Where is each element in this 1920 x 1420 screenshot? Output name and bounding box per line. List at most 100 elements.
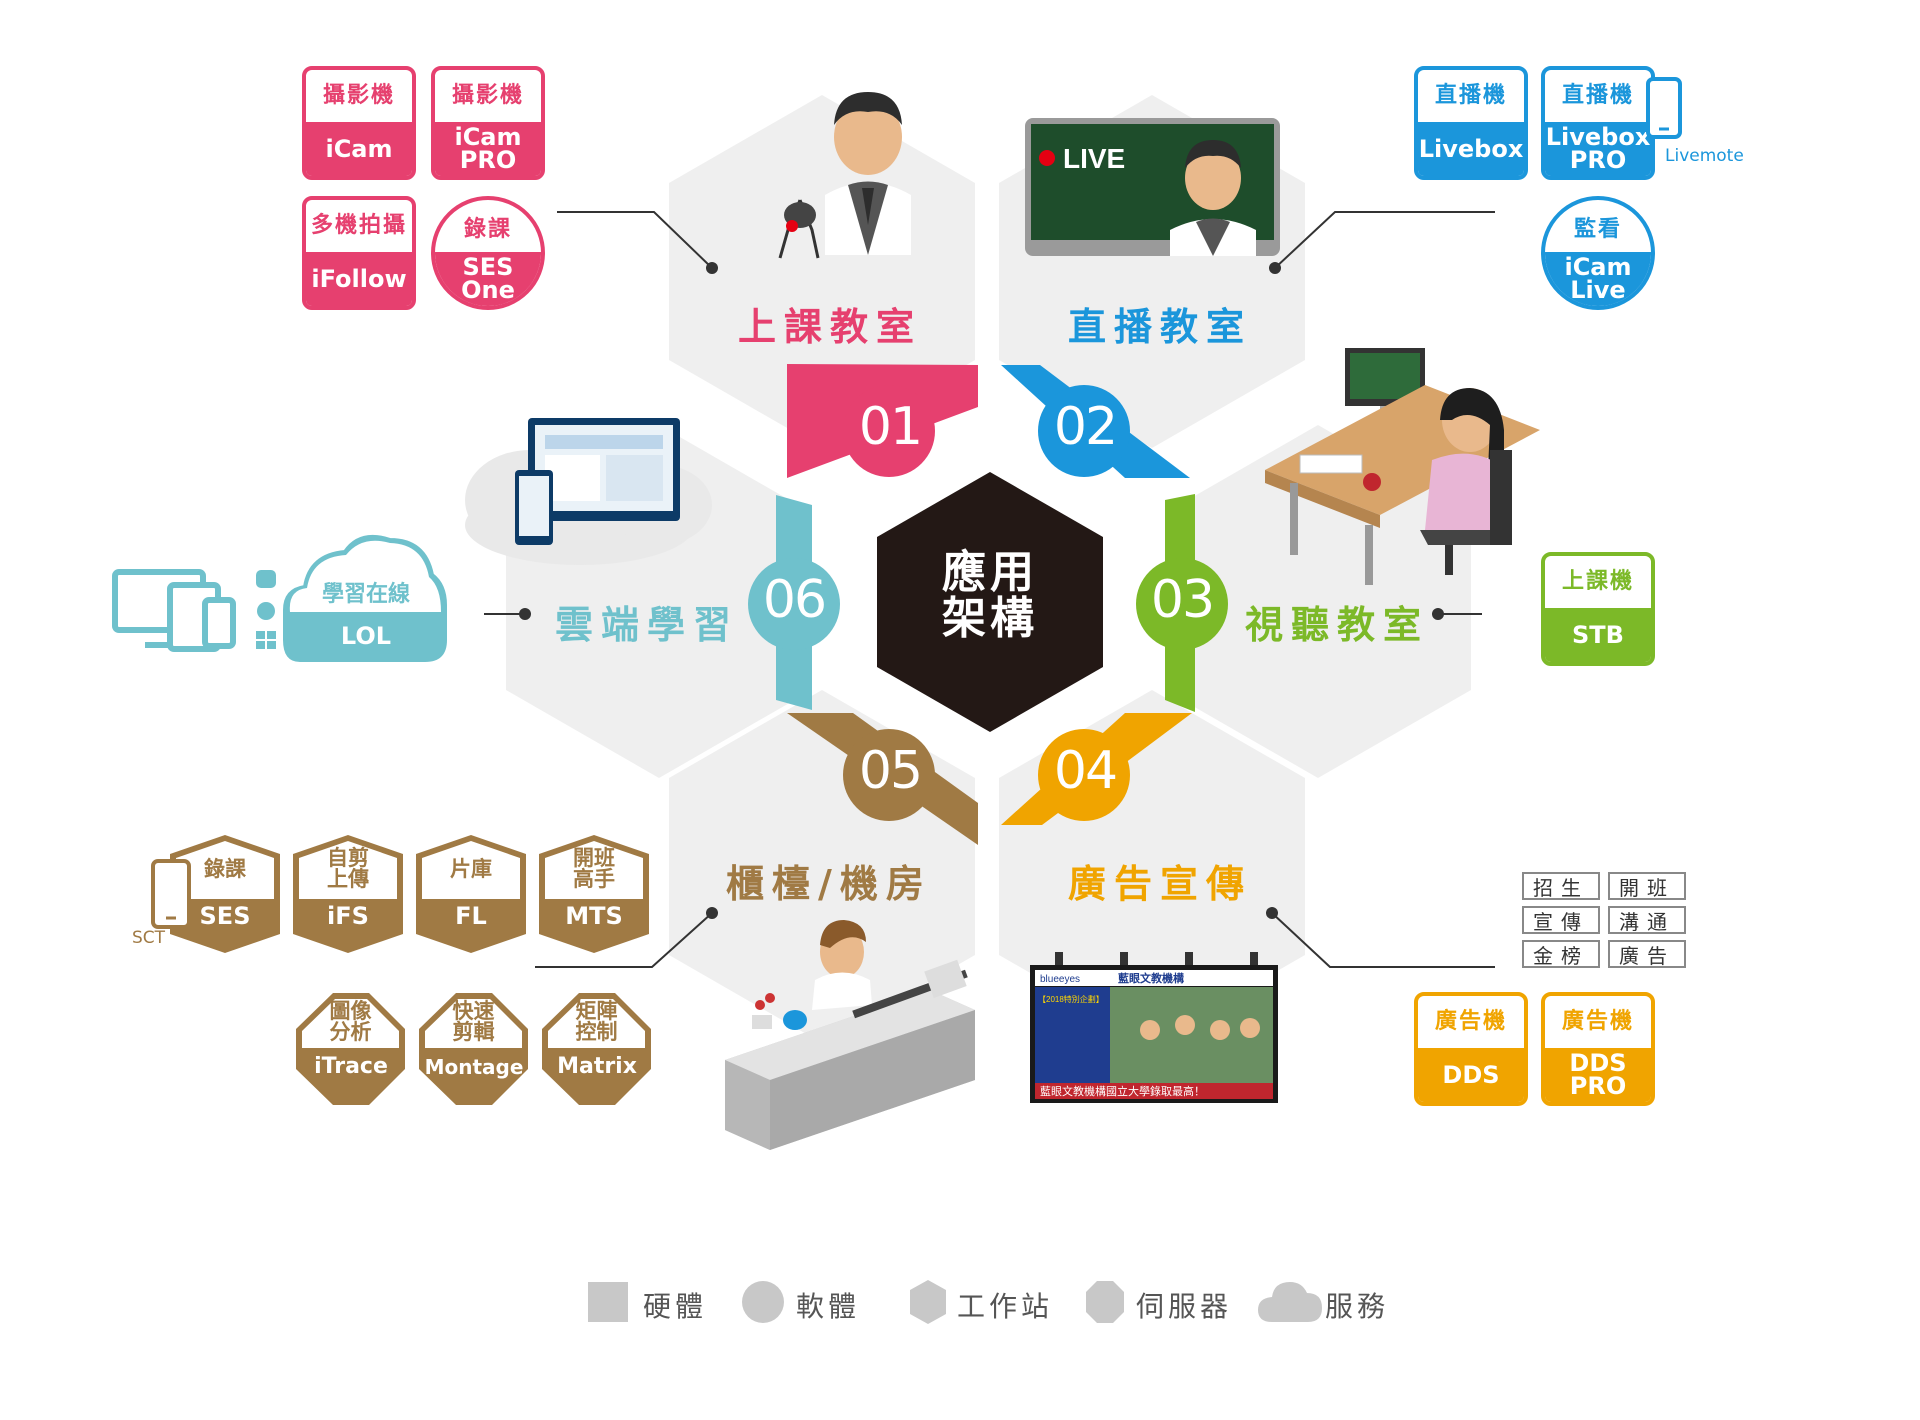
teacher-illustration — [778, 92, 911, 259]
product-livebox-pro-category: 直播機 — [1561, 83, 1634, 109]
livemote-label: Livemote — [1665, 146, 1744, 166]
product-ifollow-name: iFollow — [306, 252, 412, 306]
num-circle-03 — [1136, 558, 1228, 650]
ad-tag: 金榜 — [1522, 940, 1600, 968]
sct-phone-icon — [151, 859, 191, 929]
legend-server-label: 伺服器 — [1136, 1290, 1233, 1323]
cloud-learning-illustration — [465, 418, 712, 565]
segment-number-01: 01 — [858, 397, 923, 457]
segment-number-06: 06 — [762, 570, 827, 630]
workstation-ses-name: SES — [199, 902, 251, 930]
product-ses-one-name: SES One — [435, 252, 541, 306]
ad-screen-header: 藍眼文教機構 — [1118, 971, 1184, 985]
product-icam-live-category: 監看 — [1573, 217, 1622, 243]
ad-screen-brand: blueeyes — [1040, 974, 1080, 985]
workstation-hexagons — [170, 835, 649, 953]
devices-icon — [112, 569, 236, 652]
ad-screen-promo: 【2018特別企劃】 — [1038, 994, 1104, 1004]
connector-dots — [519, 262, 1444, 919]
product-icam-pro-category: 攝影機 — [451, 83, 524, 109]
segment-number-02: 02 — [1053, 397, 1118, 457]
product-ifollow-category: 多機拍攝 — [310, 213, 407, 239]
label-av-room: 視聽教室 — [1245, 603, 1430, 647]
product-dds-category: 廣告機 — [1434, 1009, 1507, 1035]
server-itrace-name: iTrace — [314, 1054, 388, 1079]
legend-hardware-label: 硬體 — [643, 1290, 708, 1323]
label-front-desk-server-room: 櫃檯/機房 — [726, 862, 932, 906]
live-board-illustration — [1025, 118, 1280, 256]
label-advertising: 廣告宣傳 — [1068, 862, 1253, 906]
num-circle-02 — [1038, 385, 1130, 477]
product-livebox-pro-name: Livebox PRO — [1545, 122, 1651, 176]
center-hex — [877, 472, 1103, 732]
num-circle-04 — [1038, 729, 1130, 821]
num-circle-01 — [843, 385, 935, 477]
service-lol-name: LOL — [340, 622, 392, 650]
sct-label: SCT — [132, 928, 166, 948]
product-icam-pro-name: iCam PRO — [435, 122, 541, 176]
ad-tag: 溝通 — [1608, 906, 1686, 934]
segment-number-04: 04 — [1053, 741, 1118, 801]
server-itrace-category: 圖像 分析 — [329, 999, 372, 1044]
product-dds-name: DDS — [1418, 1048, 1524, 1102]
num-circle-06 — [748, 558, 840, 650]
product-icam-category: 攝影機 — [322, 83, 395, 109]
legend-octagon — [1086, 1281, 1124, 1323]
phone-icon — [1646, 77, 1682, 139]
product-icam-live-name: iCam Live — [1545, 252, 1651, 306]
center-label: 應用 架構 — [930, 547, 1050, 645]
product-dds-pro-name: DDS PRO — [1545, 1048, 1651, 1102]
server-matrix-name: Matrix — [557, 1054, 637, 1079]
workstation-ifs-category: 自剪 上傳 — [327, 846, 369, 891]
ad-tag: 招生 — [1522, 872, 1600, 900]
connector-lines — [484, 211, 1495, 968]
lol-cloud-badge — [283, 535, 447, 662]
product-icam-pro: 攝影機 iCam PRO — [431, 66, 545, 180]
legend-circle — [742, 1281, 784, 1323]
segment-number-05: 05 — [858, 741, 923, 801]
server-matrix-category: 矩陣 控制 — [575, 999, 618, 1044]
product-livebox-name: Livebox — [1418, 122, 1524, 176]
front-desk-illustration — [725, 920, 975, 1150]
legend-software-label: 軟體 — [796, 1290, 861, 1323]
legend-hexagon — [910, 1280, 946, 1324]
product-livebox-pro: 直播機 Livebox PRO — [1541, 66, 1655, 180]
label-live-classroom: 直播教室 — [1068, 305, 1253, 349]
ad-tag: 宣傳 — [1522, 906, 1600, 934]
hex-av-bg — [1165, 425, 1471, 778]
os-icons — [256, 570, 276, 649]
product-icam-name: iCam — [306, 122, 412, 176]
product-ifollow: 多機拍攝 iFollow — [302, 196, 416, 310]
segment-number-03: 03 — [1150, 570, 1215, 630]
product-stb-category: 上課機 — [1561, 569, 1634, 595]
product-ses-one-category: 錄課 — [463, 217, 512, 243]
label-classroom: 上課教室 — [738, 305, 923, 349]
ad-tag: 廣告 — [1608, 940, 1686, 968]
server-montage-category: 快速 剪輯 — [452, 999, 495, 1044]
workstation-ses-category: 錄課 — [204, 856, 246, 881]
label-cloud-learning: 雲端學習 — [555, 603, 740, 647]
service-lol-category: 學習在線 — [321, 582, 410, 607]
av-room-illustration — [1265, 348, 1540, 585]
product-icam-live: 監看 iCam Live — [1541, 196, 1655, 310]
product-stb: 上課機 STB — [1541, 552, 1655, 666]
product-livebox: 直播機 Livebox — [1414, 66, 1528, 180]
server-montage-name: Montage — [424, 1055, 524, 1079]
workstation-fl-category: 片庫 — [450, 856, 492, 881]
product-dds-pro-category: 廣告機 — [1561, 1009, 1634, 1035]
product-dds: 廣告機 DDS — [1414, 992, 1528, 1106]
product-livebox-category: 直播機 — [1434, 83, 1507, 109]
hex-classroom-bg — [669, 95, 975, 448]
legend-square — [588, 1282, 628, 1322]
product-icam: 攝影機 iCam — [302, 66, 416, 180]
ad-screen-ticker: 藍眼文教機構國立大學錄取最高！ — [1040, 1084, 1205, 1098]
ad-tag: 開班 — [1608, 872, 1686, 900]
server-octagons — [296, 993, 651, 1105]
workstation-mts-category: 開班 高手 — [573, 846, 615, 891]
live-screen-text: LIVE — [1063, 143, 1125, 174]
ad-screen-illustration — [1030, 952, 1278, 1103]
center-label-line2: 架構 — [942, 593, 1038, 645]
center-label-line1: 應用 — [942, 547, 1038, 598]
